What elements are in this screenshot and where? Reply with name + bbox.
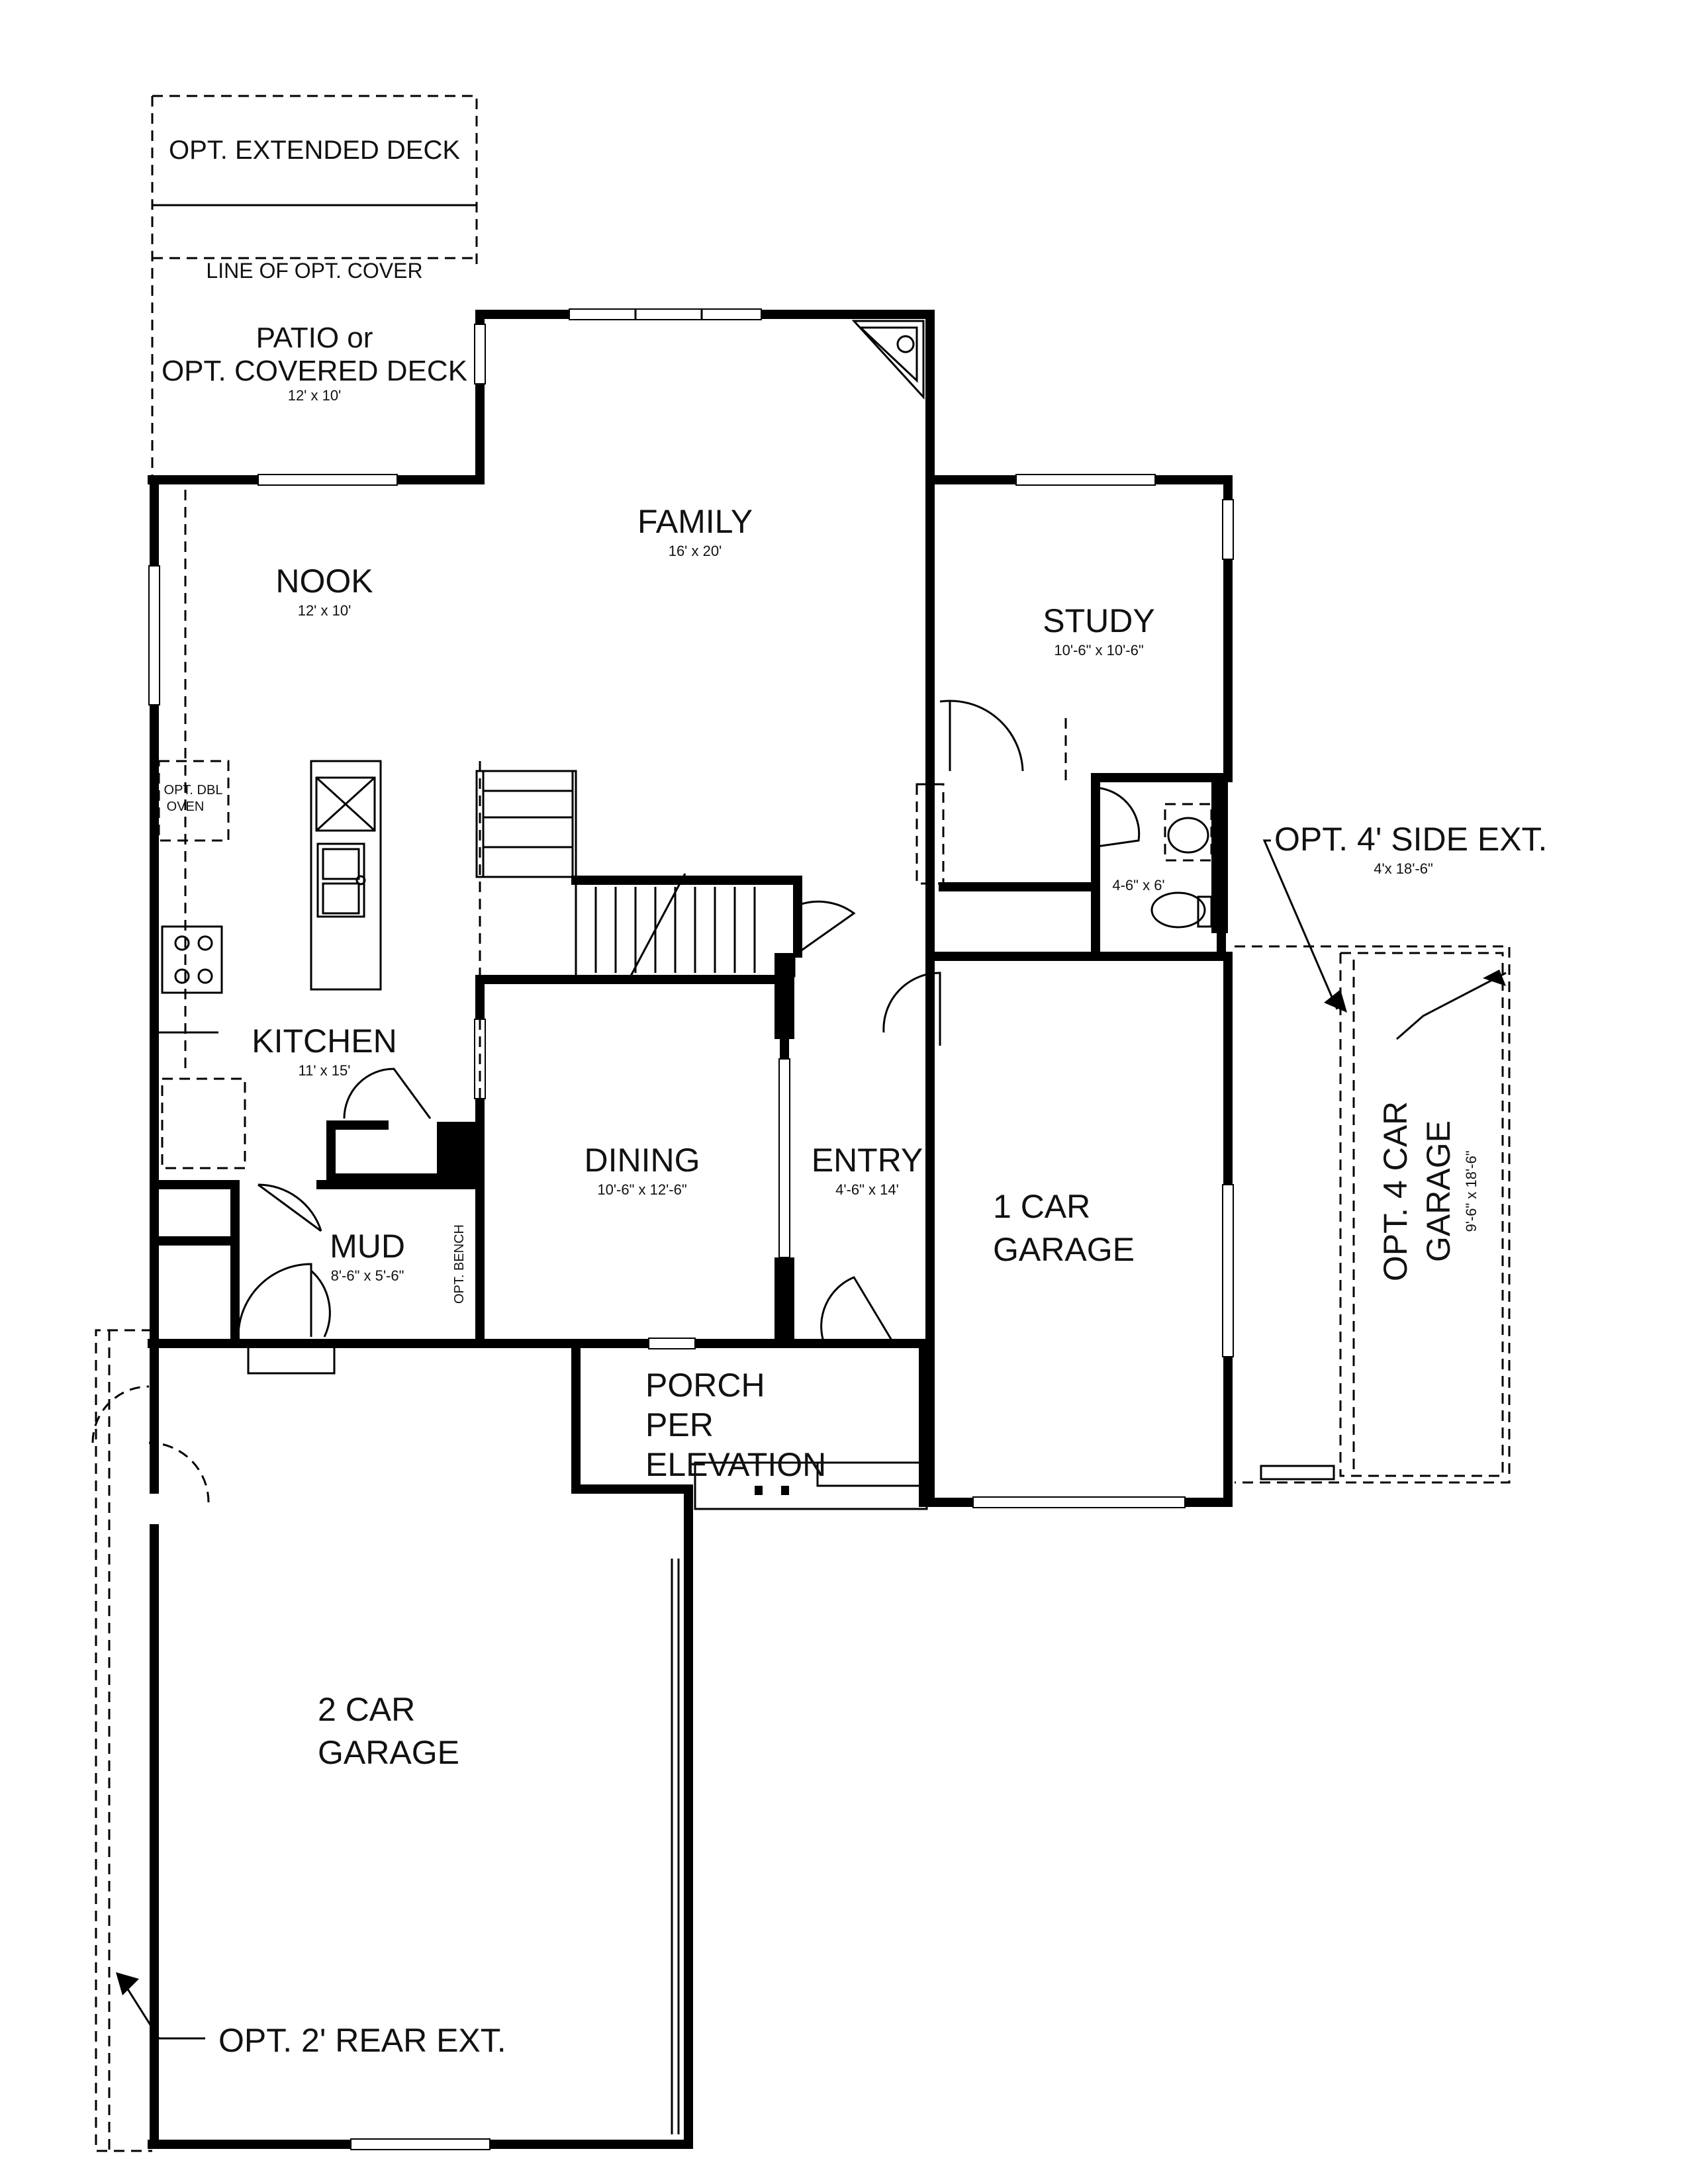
garage4-label-line1: OPT. 4 CAR [1377,1101,1414,1281]
rear-ext-note: OPT. 2' REAR EXT. [218,2022,506,2059]
family-label: FAMILY [637,503,753,540]
stairs [475,770,796,980]
garage4-label-line2: GARAGE [1420,1120,1457,1262]
labels: OPT. EXTENDED DECK LINE OF OPT. COVER PA… [162,136,1548,2059]
opt-cover-line-label: LINE OF OPT. COVER [206,259,422,283]
bath-dims: 4-6" x 6' [1112,877,1164,893]
mud-dims: 8'-6" x 5'-6" [331,1267,404,1284]
patio-label-line1: PATIO or [256,322,373,354]
porch-label-line2: PER [645,1406,714,1443]
garage4-dims: 9'-6" x 18'-6" [1463,1150,1479,1232]
dining-dims: 10'-6" x 12'-6" [597,1181,686,1198]
oven-label-line1: OPT. DBL [164,783,223,797]
nook-label: NOOK [275,563,373,600]
mud-label: MUD [330,1228,405,1265]
side-ext-dims: 4'x 18'-6" [1374,860,1433,877]
bath-fixtures [1150,803,1213,929]
opt-rear-ext-outline [95,1329,152,2152]
porch-details [694,1461,928,1510]
opt-deck-outline [151,95,478,477]
oven-label-line2: OVEN [167,799,205,814]
dining-label: DINING [585,1142,700,1179]
nook-dims: 12' x 10' [298,602,352,619]
opt-extended-deck-label: OPT. EXTENDED DECK [169,136,460,165]
main-walls [148,310,1233,1547]
fireplace [851,320,925,400]
side-ext-note: OPT. 4' SIDE EXT. [1274,821,1547,858]
kitchen-label: KITCHEN [252,1023,397,1060]
garage2-label-line2: GARAGE [318,1734,459,1771]
porch-label-line3: ELEVATION [645,1446,826,1483]
patio-label-line2: OPT. COVERED DECK [162,355,467,387]
kitchen-dims: 11' x 15' [299,1062,351,1079]
kitchen-fixtures [158,490,481,1169]
doors [91,700,1141,1503]
bench-label: OPT. BENCH [452,1224,467,1304]
garage2-label-line1: 2 CAR [318,1691,415,1728]
windows [148,308,1234,1508]
garage2-walls [148,1339,693,2150]
study-label: STUDY [1043,602,1154,639]
study-dims: 10'-6" x 10'-6" [1054,642,1143,659]
leader-arrows [116,839,1507,2040]
opt-4-car-garage-outline [1235,945,1511,1484]
family-dims: 16' x 20' [669,543,722,559]
garage1-label-line2: GARAGE [993,1231,1135,1268]
entry-label: ENTRY [812,1142,923,1179]
patio-dims: 12' x 10' [288,387,342,404]
garage1-label-line1: 1 CAR [993,1188,1090,1225]
porch-label-line1: PORCH [645,1367,765,1404]
entry-dims: 4'-6" x 14' [835,1181,899,1198]
